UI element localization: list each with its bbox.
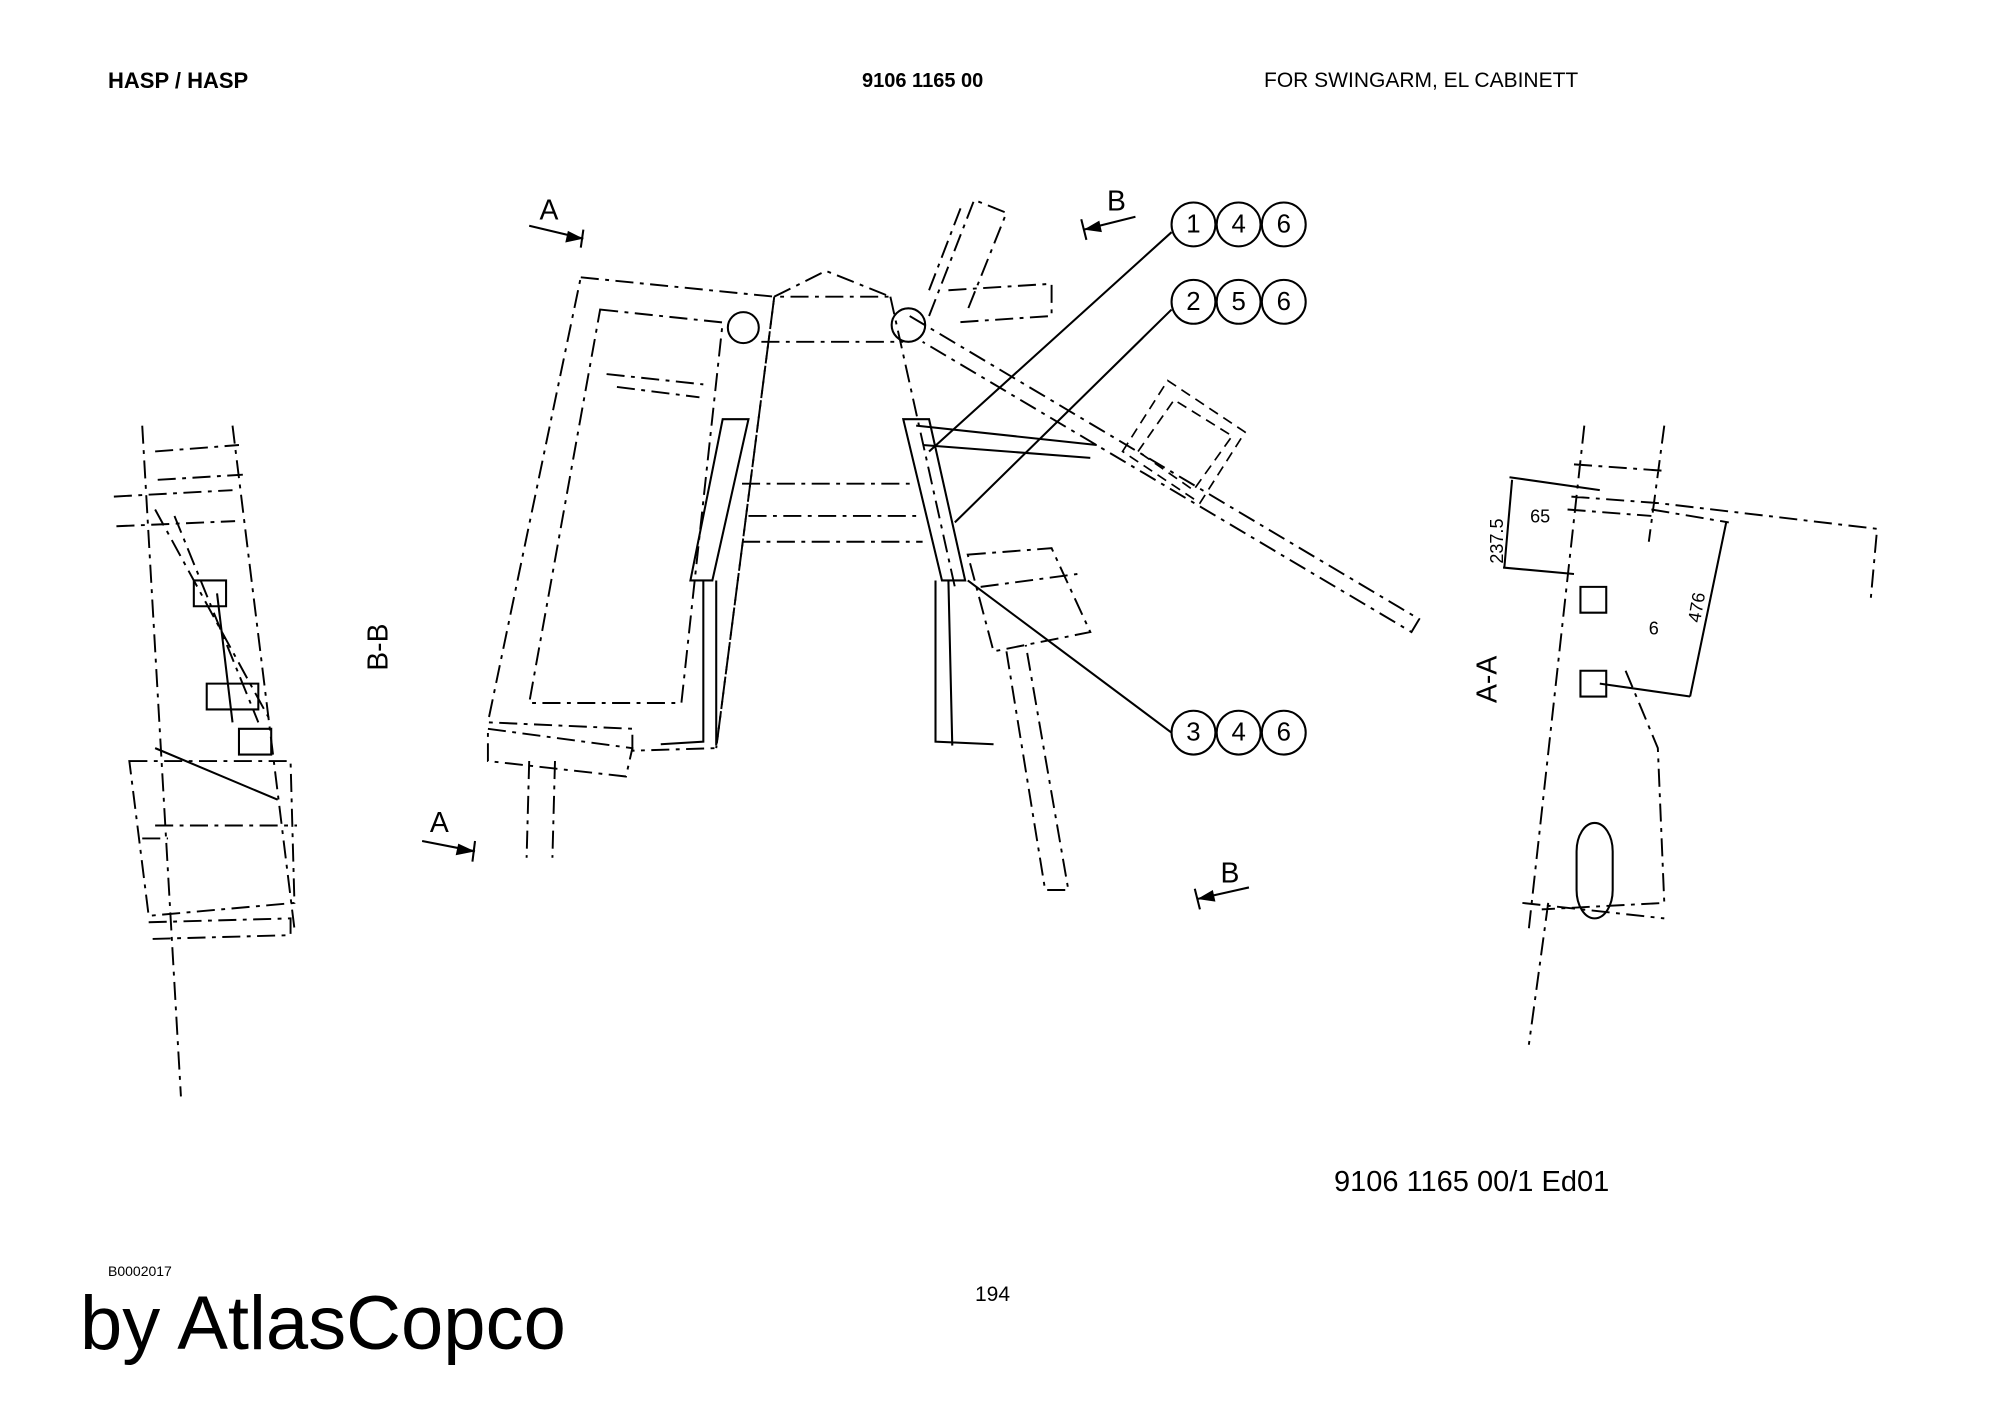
document-reference: 9106 1165 00/1 Ed01 [1334,1166,1610,1198]
svg-text:4: 4 [1231,719,1245,747]
view-label-bb: B-B [362,623,394,670]
section-arrow-b-top: B [1080,185,1136,241]
svg-text:4: 4 [1231,210,1245,238]
section-arrow-a-top: A [528,194,585,248]
svg-text:6: 6 [1277,288,1291,316]
part-number: 9106 1165 00 [862,70,984,92]
section-arrow-b-bottom: B [1193,857,1250,910]
dimension-6: 6 [1649,619,1659,639]
image-code: B0002017 [108,1263,172,1279]
header-title: HASP / HASP [108,68,249,93]
section-arrow-a-bottom: A [421,807,477,862]
section-view-bb [113,425,298,1097]
svg-text:1: 1 [1186,210,1200,238]
page-number: 194 [975,1283,1011,1306]
view-label-aa: A-A [1472,656,1504,703]
dimension-65: 65 [1530,506,1550,526]
dimension-237-5: 237.5 [1487,519,1507,564]
brand-text: by AtlasCopco [80,1281,566,1366]
callout-group-1: 1 4 6 [1170,201,1307,248]
svg-text:A: A [430,807,449,839]
section-view-aa [1502,425,1879,1045]
svg-text:6: 6 [1277,210,1291,238]
svg-text:3: 3 [1186,719,1200,747]
svg-text:A: A [540,194,559,226]
svg-text:6: 6 [1277,719,1291,747]
part-description: FOR SWINGARM, EL CABINETT [1264,69,1579,92]
callout-group-3: 3 4 6 [1170,709,1307,756]
svg-text:B: B [1221,857,1240,889]
main-assembly-view [486,198,1421,891]
svg-text:2: 2 [1186,288,1200,316]
callout-group-2: 2 5 6 [1170,278,1307,325]
svg-text:5: 5 [1231,288,1245,316]
svg-text:B: B [1107,185,1126,217]
dimensions: 237.5 65 476 6 [1487,506,1709,638]
callout-leaders [928,231,1173,734]
